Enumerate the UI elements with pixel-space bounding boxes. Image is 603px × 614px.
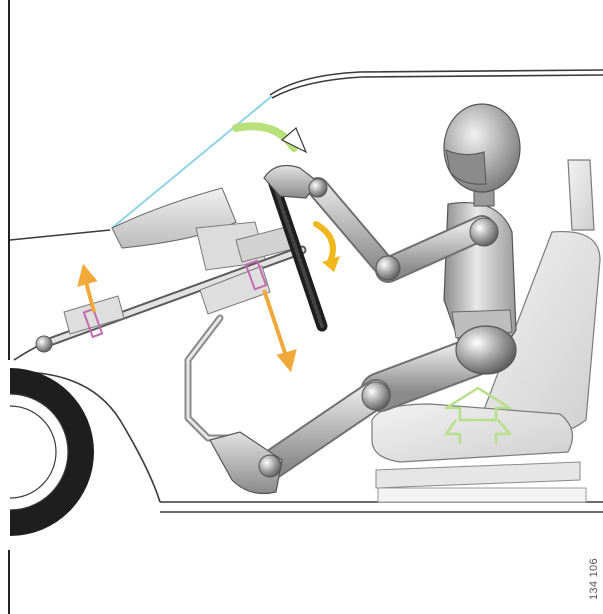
column-tilt-arrow-icon [316, 224, 340, 272]
pedal-bracket [188, 318, 230, 438]
steering-column [36, 250, 302, 352]
column-bearing-front [64, 296, 124, 337]
wheel-mask [0, 360, 10, 550]
figure-reference-number: 134 106 [588, 558, 600, 600]
front-wheel [0, 368, 94, 536]
airflow-arrow-icon [236, 126, 306, 152]
